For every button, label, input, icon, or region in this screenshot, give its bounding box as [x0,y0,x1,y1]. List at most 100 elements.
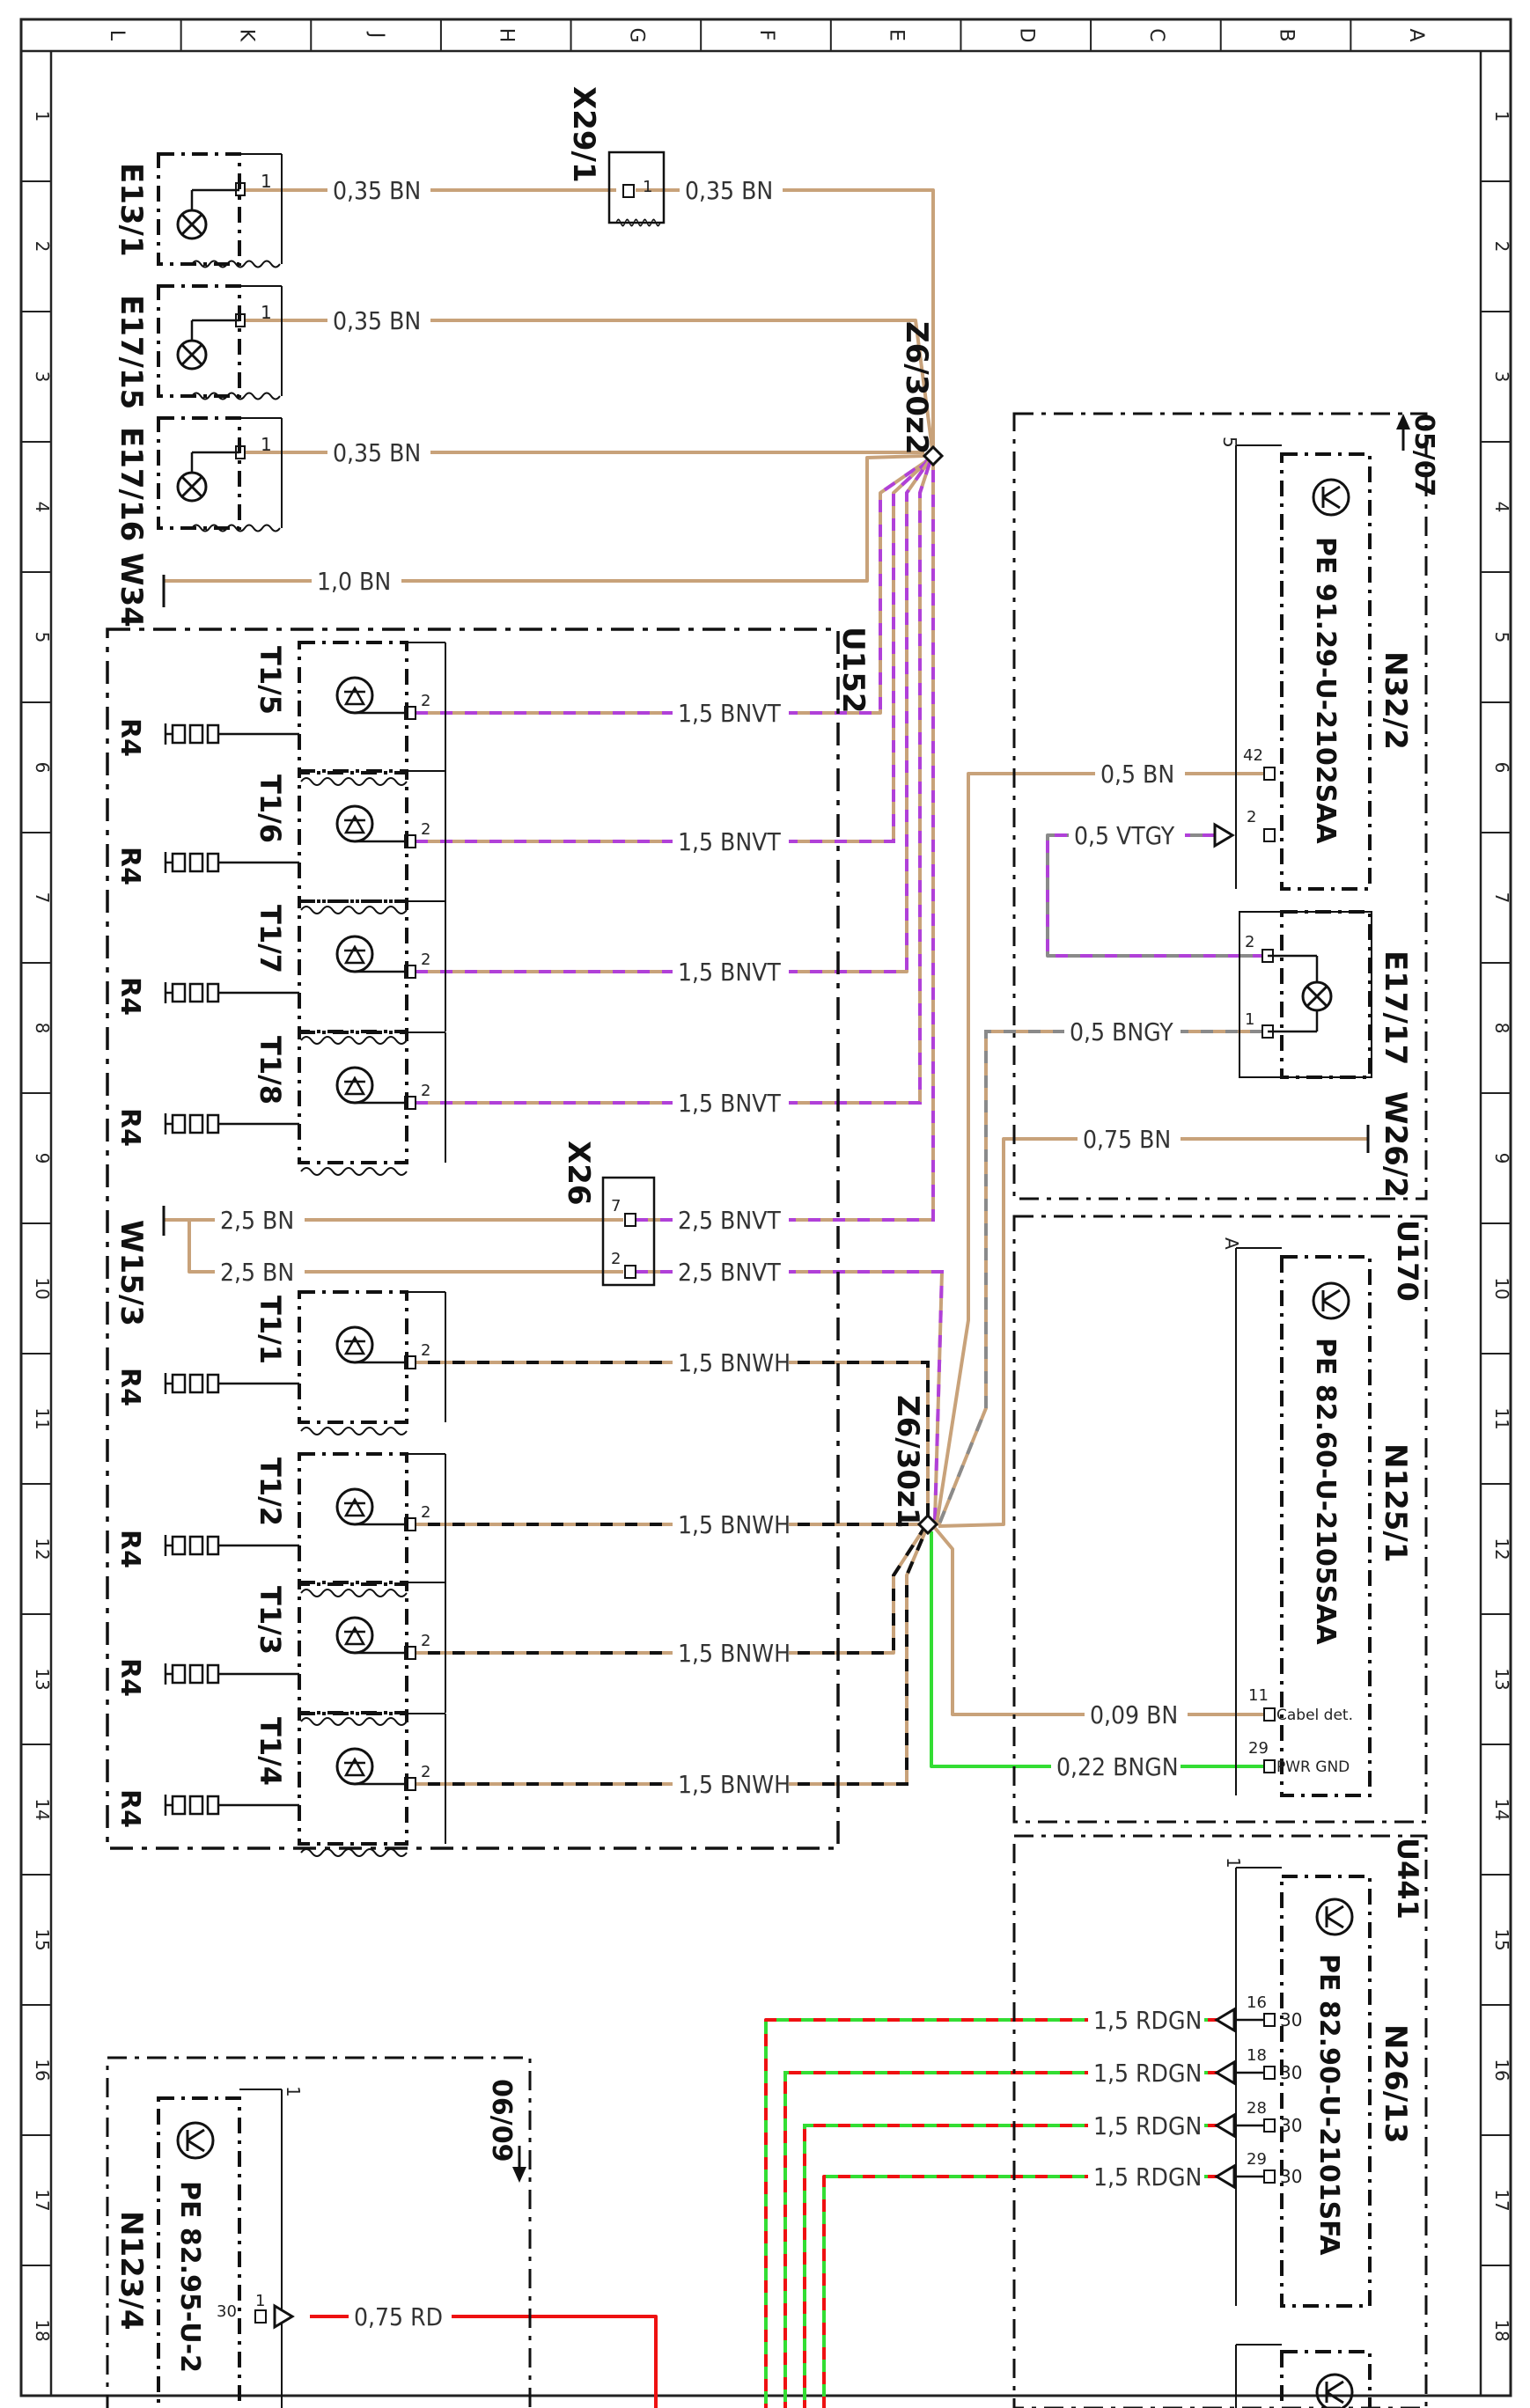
label-r4: R4 [114,1530,145,1568]
grid-row-label: 14 [32,1798,53,1820]
grid-row-label: 12 [1491,1538,1512,1560]
wire-x29-out [636,188,935,456]
wire-label-n32-2: 0,5 VTGY [1069,819,1185,850]
grid-row-label: 7 [32,892,53,904]
grid-column-label: F [755,30,777,41]
label-w15-3: W15/3 [114,1220,149,1326]
svg-text:1,5 BNWH: 1,5 BNWH [678,1348,791,1377]
grid-column-label: K [235,29,257,42]
pin-label: 1 [261,302,272,323]
svg-text:1,5 BNVT: 1,5 BNVT [678,827,781,856]
pin-label: 2 [421,1763,430,1781]
label-t1-7: T1/7 [254,905,287,973]
label-t1-3: T1/3 [254,1586,287,1655]
wire-label-x29-out: 0,35 BN [680,174,783,205]
module-n32-2: 5 PE 91.29-U-2102SAA N32/2 42 2 [1219,437,1413,891]
pin-label: 1 [255,2292,265,2310]
ref-06-09: 06/09 [486,2079,517,2162]
pin-label: 29 [1248,1739,1269,1758]
grid-row-label: 13 [32,1668,53,1690]
tweeter-t1-8: 2T1/8R4 [114,1031,446,1176]
terminal-w34: W34 [114,553,166,628]
wire-bnwh [416,1529,928,1786]
tweeter-t1-1: 2T1/1R4 [114,1290,446,1435]
grid-column-label: C [1145,28,1167,41]
pin-label: 2 [421,1632,430,1650]
grid-column-label: H [496,28,518,43]
wire-bnvt [416,456,933,843]
label-t1-8: T1/8 [254,1036,287,1105]
wire-n125-29 [930,1531,1264,1768]
grid-row-label: 6 [1491,762,1512,774]
wire-rdgn [764,2018,1232,2408]
wire-label-n26-16: 1,5 RDGN [1088,2004,1204,2035]
wire-w15-3-b [164,1218,623,1274]
splice-z6-30z2: Z6/30z2 [899,321,945,467]
wire-label-n125-11: 0,09 BN [1085,1699,1188,1729]
wire-label-n125-29: 0,22 BNGN [1051,1751,1181,1781]
label-r4: R4 [114,1368,145,1406]
grid-row-label: 18 [32,2319,53,2341]
wire-bngy [937,1030,1262,1527]
pin-label: 2 [421,1082,430,1100]
label-e17-15: E17/15 [114,295,149,409]
grid-row-label: 2 [1491,241,1512,253]
svg-text:0,35 BN: 0,35 BN [333,438,421,467]
label-n123-4: N123/4 [114,2211,149,2331]
grid-row-label: 2 [32,241,53,253]
label-n26-13-pe: PE 82.90-U-2101SFA [1313,1954,1344,2256]
grid-row-label: 11 [32,1407,53,1429]
pin-cabel-det: Cabel det. [1276,1707,1353,1724]
lamp-e17-15: 1 E17/15 [114,284,283,409]
lamp-e13-1: 1 E13/1 [114,152,283,268]
pin-label: 2 [1245,933,1254,951]
splice-z6-30z1: Z6/30z1 [890,1395,939,1536]
wire-e17-15 [245,319,935,457]
wire-vtgy [1046,833,1262,958]
svg-text:1,5 BNVT: 1,5 BNVT [678,1089,781,1118]
label-e17-17: E17/17 [1378,951,1413,1065]
wire-bnwh [416,1526,926,1655]
tweeter-group: 2T1/5R42T1/6R42T1/7R42T1/8R42T1/1R42T1/2… [114,641,446,1857]
module-n26-13: 1 PE 82.90-U-2101SFA N26/13 163018302830… [1215,1857,1413,2408]
svg-text:0,09 BN: 0,09 BN [1090,1700,1178,1729]
label-w26-2: W26/2 [1378,1091,1413,1198]
grid-column-label: J [365,31,387,39]
wire-label-n32-42: 0,5 BN [1095,758,1185,789]
lamp-e17-17: 2 1 E17/17 [1239,910,1413,1079]
grid-row-label: 1 [1491,111,1512,122]
wire-label-x26-a: 2,5 BNVT [673,1204,789,1235]
pin-label: 29 [1247,2150,1267,2169]
pin-label: 1 [643,178,652,196]
wire-label-t1-7: 1,5 BNVT [673,956,789,987]
wire-label-e17-17-1: 0,5 BNGY [1064,1016,1181,1046]
tweeter-t1-6: 2T1/6R4 [114,769,446,914]
tweeter-t1-2: 2T1/2R4 [114,1452,446,1597]
wire-label-e13-1: 0,35 BN [327,174,430,205]
pin-label: 16 [1247,1993,1267,2012]
label-u170: U170 [1391,1220,1424,1302]
pin-label: 7 [611,1197,621,1215]
label-t1-5: T1/5 [254,646,287,715]
label-r4: R4 [114,977,145,1016]
svg-text:0,35 BN: 0,35 BN [333,176,421,205]
terminal-w15-3: W15/3 [114,1206,166,1326]
pin-label: 28 [1247,2099,1267,2118]
svg-text:0,5 BNGY: 0,5 BNGY [1070,1017,1173,1046]
wire-bnvt [416,456,933,973]
label-u152: U152 [835,627,871,714]
wire-label-t1-1: 1,5 BNWH [673,1347,791,1377]
lamp-e17-16: 1 E17/16 [114,416,283,541]
wire-label-t1-6: 1,5 BNVT [673,826,789,856]
pin-label: 30 [1280,2166,1302,2187]
wire-bnvt [416,456,933,715]
module-u152: U152 [106,627,871,1850]
wire-label-n26-29: 1,5 RDGN [1088,2161,1204,2191]
pin-label: 2 [421,951,430,969]
label-r4: R4 [114,1658,145,1697]
wire-label-n26-18: 1,5 RDGN [1088,2057,1204,2088]
grid-row-label: 17 [1491,2189,1512,2211]
label-n32-2-pe: PE 91.29-U-2102SAA [1310,537,1341,844]
svg-text:1,5 BNWH: 1,5 BNWH [678,1510,791,1539]
area-06-09: 06/09 [106,2056,532,2408]
